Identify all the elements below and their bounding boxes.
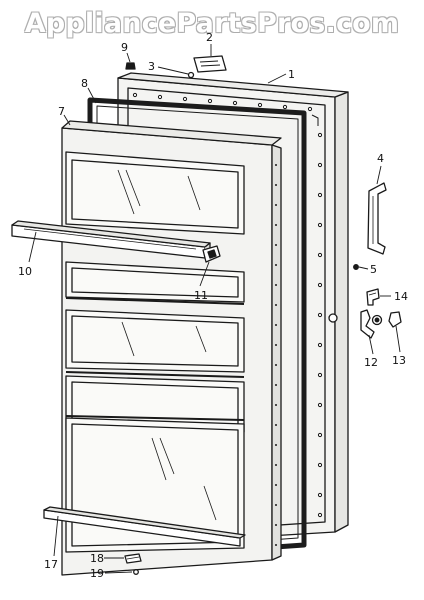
callout-18: 18 — [90, 552, 104, 565]
callout-10: 10 — [18, 265, 32, 278]
callout-12: 12 — [364, 356, 378, 369]
callout-8: 8 — [81, 77, 88, 90]
inner-door-liner — [61, 120, 282, 576]
bottom-trim-strip — [43, 506, 246, 547]
leader-lines — [28, 44, 401, 574]
nameplate-screw — [187, 71, 195, 79]
nameplate — [193, 55, 227, 73]
door-latch — [360, 309, 383, 339]
watermark-logo: AppliancePartsPros.com — [24, 8, 400, 39]
callout-3: 3 — [148, 60, 155, 73]
handle-screw — [353, 264, 359, 270]
latch-strike — [366, 288, 380, 306]
plug-button — [125, 62, 136, 70]
bottom-clip — [124, 553, 142, 564]
bottom-screw — [133, 569, 139, 575]
callout-11: 11 — [194, 289, 208, 302]
callout-17: 17 — [44, 558, 58, 571]
callout-9: 9 — [121, 41, 128, 54]
callout-5: 5 — [370, 263, 377, 276]
callout-4: 4 — [377, 152, 384, 165]
callout-19: 19 — [90, 567, 104, 580]
shelf-end-cap — [202, 245, 221, 263]
callout-2: 2 — [206, 31, 213, 44]
latch-bushing — [388, 311, 402, 328]
callout-1: 1 — [288, 68, 295, 81]
callout-7: 7 — [58, 105, 65, 118]
callout-labels: 1 2 3 4 5 7 8 9 10 11 12 13 14 17 18 19 — [18, 31, 408, 580]
callout-13: 13 — [392, 354, 406, 367]
door-handle — [367, 182, 387, 255]
callout-14: 14 — [394, 290, 408, 303]
